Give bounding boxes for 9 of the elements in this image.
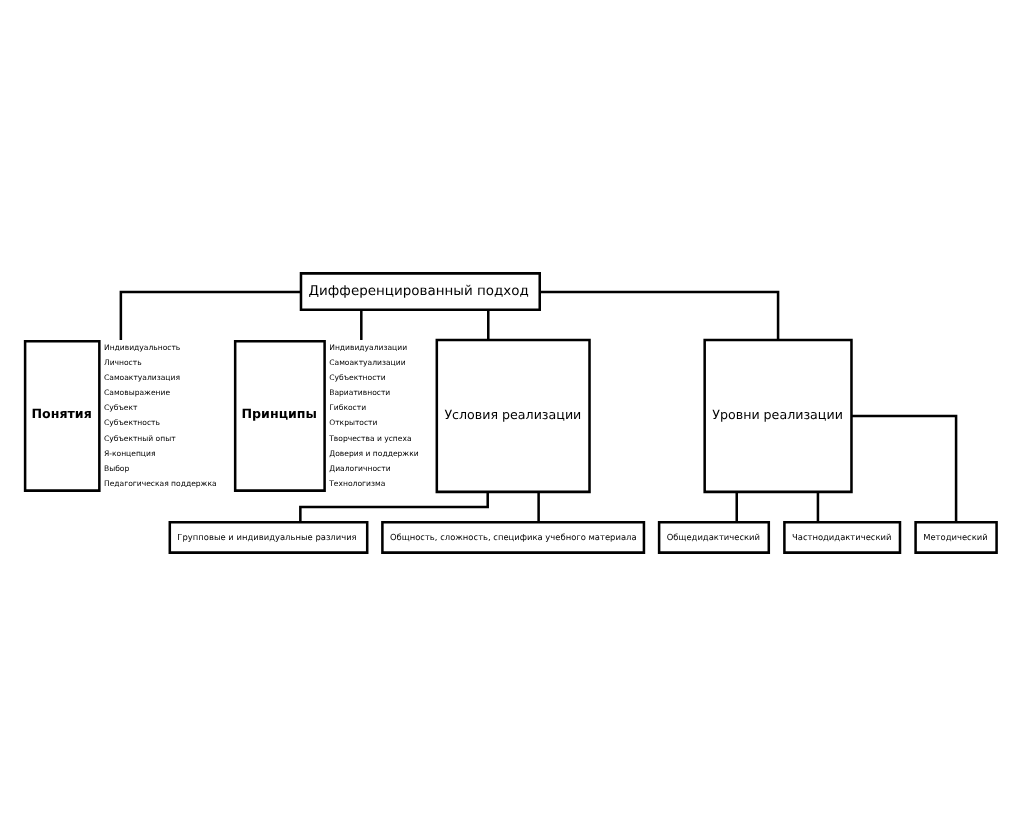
- connector: [539, 290, 779, 340]
- connector: [536, 492, 539, 522]
- connector: [359, 309, 362, 340]
- connector: [118, 290, 300, 340]
- connector: [850, 414, 957, 523]
- connector: [486, 309, 489, 340]
- connector: [815, 492, 819, 522]
- connector: [298, 492, 488, 522]
- connector: [734, 492, 737, 522]
